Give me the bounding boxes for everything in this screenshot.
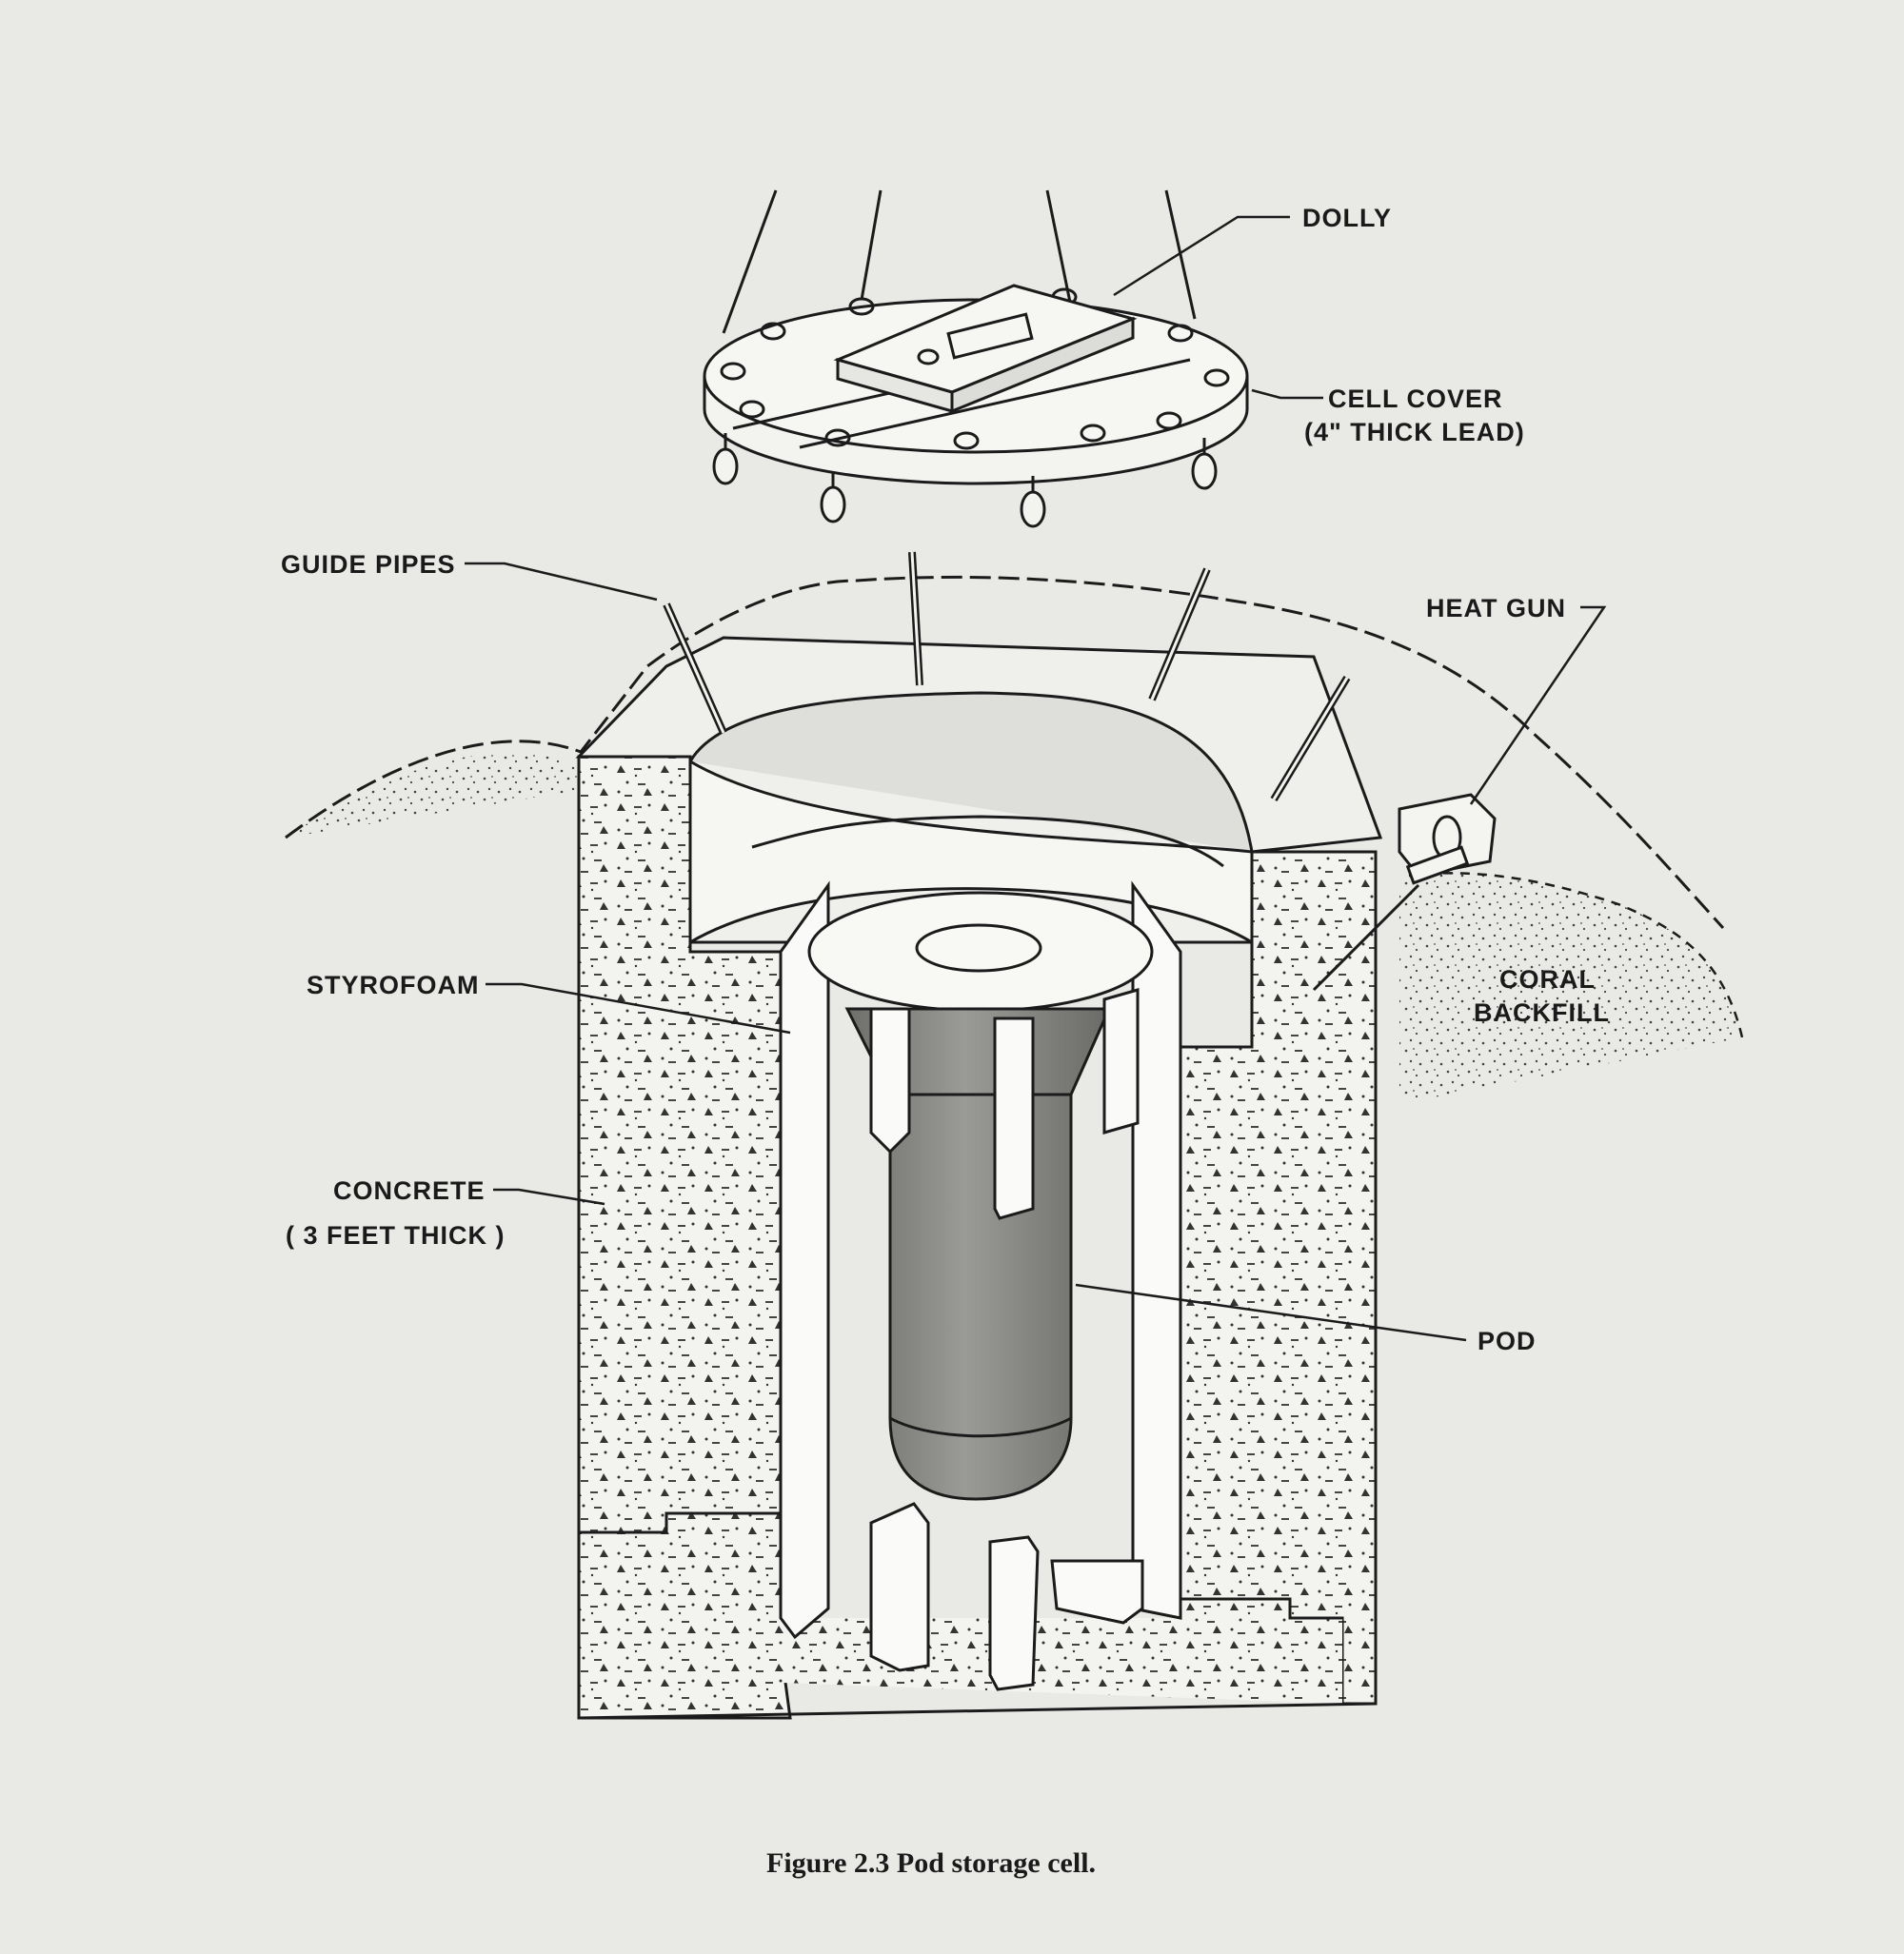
label-backfill: BACKFILL xyxy=(1474,998,1610,1027)
leader-guide-pipes xyxy=(465,562,658,602)
cell-collar xyxy=(575,636,1383,945)
label-pod: POD xyxy=(1478,1327,1537,1355)
label-coral: CORAL xyxy=(1499,965,1596,994)
leader-styrofoam xyxy=(486,982,791,1035)
leader-cell-cover xyxy=(1251,388,1323,400)
label-cell-cover: CELL COVER xyxy=(1328,385,1503,413)
concrete-walls xyxy=(577,755,1378,1720)
label-concrete: CONCRETE xyxy=(333,1176,486,1205)
leader-heat-gun xyxy=(1469,605,1607,805)
styrofoam-liner xyxy=(779,880,1182,1640)
labels: DOLLY CELL COVER (4" THICK LEAD) GUIDE P… xyxy=(281,204,1610,1355)
ground-mound xyxy=(285,575,1744,1104)
label-heat-gun: HEAT GUN xyxy=(1426,594,1566,622)
guide-pipes xyxy=(663,551,1351,802)
leader-dolly xyxy=(1113,215,1290,297)
label-styrofoam: STYROFOAM xyxy=(307,971,480,999)
cable-2 xyxy=(860,189,883,301)
leader-lines xyxy=(465,215,1607,1342)
label-dolly: DOLLY xyxy=(1302,204,1392,232)
cover-casters xyxy=(712,433,1218,528)
leader-concrete xyxy=(493,1188,605,1206)
label-cell-cover-thickness: (4" THICK LEAD) xyxy=(1304,418,1525,446)
cable-4 xyxy=(1164,189,1197,320)
cable-1 xyxy=(722,189,778,334)
label-guide-pipes: GUIDE PIPES xyxy=(281,550,456,579)
heat-gun xyxy=(1312,793,1497,992)
dolly xyxy=(833,284,1138,414)
pod xyxy=(844,1007,1112,1501)
leader-pod xyxy=(1075,1283,1467,1342)
styrofoam-blocks xyxy=(869,988,1144,1691)
figure-caption: Figure 2.3 Pod storage cell. xyxy=(766,1847,1096,1879)
label-concrete-thickness: ( 3 FEET THICK ) xyxy=(286,1221,506,1250)
dolly-rail-2 xyxy=(799,358,1191,449)
